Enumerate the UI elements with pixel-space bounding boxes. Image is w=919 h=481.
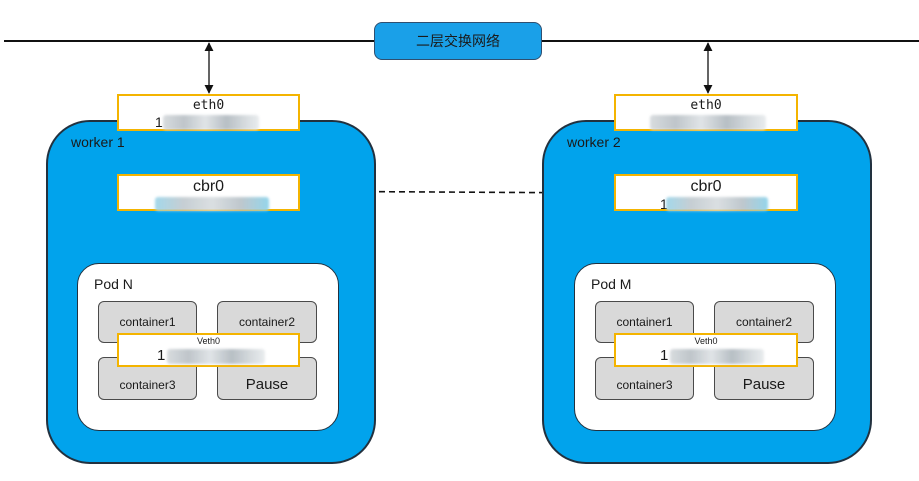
eth-ip-blurred [650, 115, 766, 130]
bridge-name: cbr0 [192, 178, 225, 195]
eth-name: eth0 [690, 98, 722, 113]
bridge-ip-blurred [666, 197, 768, 211]
worker-label: worker 1 [71, 134, 125, 150]
w2-veth0-interface: Veth0 1 [614, 333, 798, 367]
eth-name: eth0 [192, 98, 225, 113]
pod-label: Pod N [94, 276, 133, 292]
bridge-ip-prefix: 1 [660, 196, 668, 212]
w1-veth0-interface: Veth0 1 [117, 333, 300, 367]
w1-cbr0-bridge: cbr0 [117, 174, 300, 211]
w2-eth0-interface: eth0 [614, 94, 798, 131]
veth-ip-blurred [670, 349, 764, 364]
veth-ip-prefix: 1 [660, 347, 669, 364]
eth-ip-prefix: 1 [155, 114, 163, 130]
pause-container-box: Pause [217, 357, 317, 400]
pod-label: Pod M [591, 276, 632, 292]
veth-name: Veth0 [694, 336, 718, 346]
l2-switch-network-label: 二层交换网络 [374, 22, 542, 60]
eth-ip-blurred [163, 115, 259, 130]
w2-cbr0-bridge: cbr0 1 [614, 174, 798, 212]
worker-label: worker 2 [567, 134, 621, 150]
veth-name: Veth0 [196, 336, 221, 346]
veth-ip-prefix: 1 [157, 347, 166, 364]
w1-eth0-interface: eth0 1 [117, 94, 300, 131]
bridge-name: cbr0 [690, 178, 722, 195]
veth-ip-blurred [167, 349, 265, 364]
bridge-ip-blurred [155, 197, 269, 211]
